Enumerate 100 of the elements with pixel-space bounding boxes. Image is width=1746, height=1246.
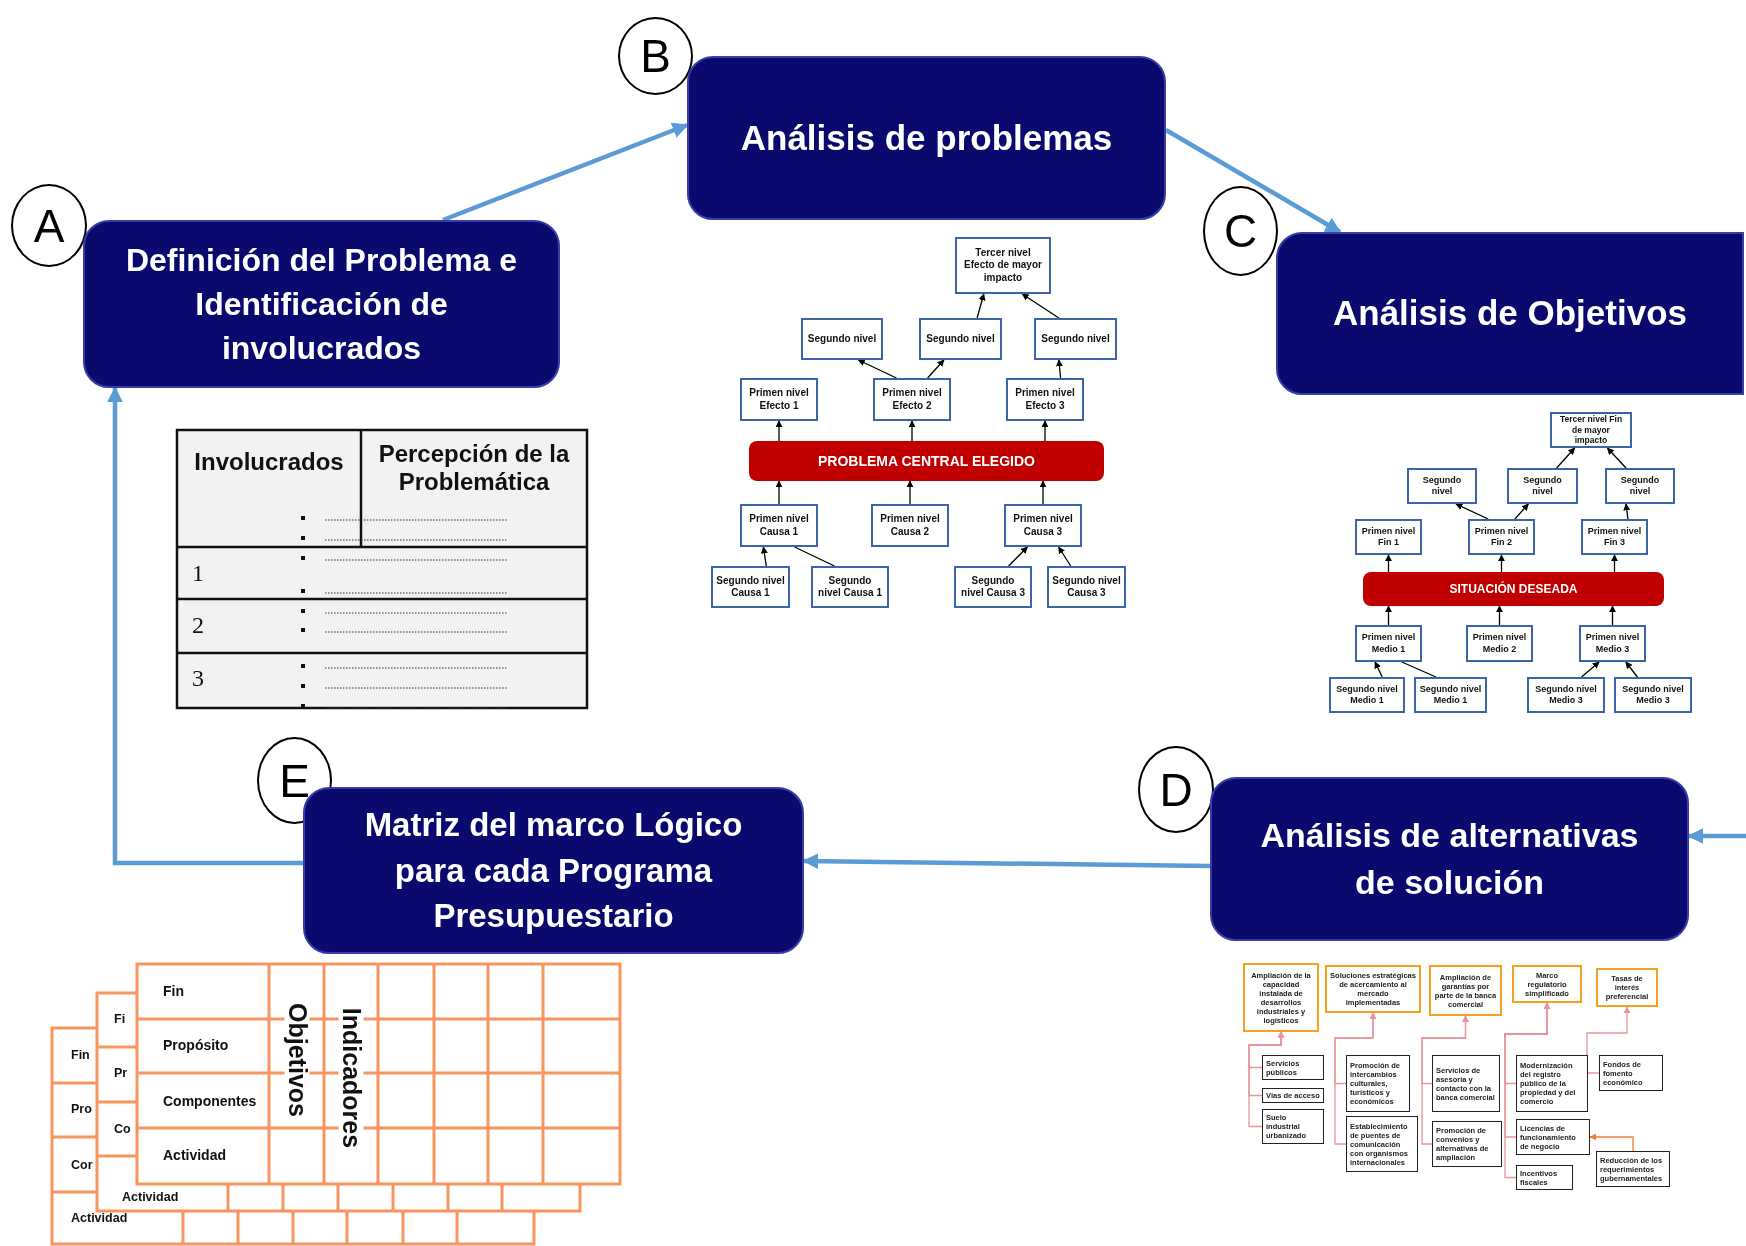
arrow — [1606, 447, 1627, 469]
tree-box — [1355, 625, 1422, 662]
tree-box — [1407, 468, 1477, 504]
tree-box — [1527, 677, 1605, 713]
action-box — [1346, 1116, 1418, 1172]
tree-box — [711, 566, 790, 608]
box-text: Segundo nivel Causa 3 — [960, 574, 1026, 600]
tree-box — [801, 318, 883, 360]
arrow — [1164, 128, 1342, 234]
action-box — [1262, 1088, 1324, 1103]
row-number: 3 — [192, 665, 204, 693]
action-box — [1596, 1151, 1670, 1187]
step-letter: A — [33, 202, 65, 249]
tree-box — [1507, 468, 1578, 504]
objective-box — [1243, 963, 1319, 1032]
arrow — [1021, 293, 1060, 319]
box-text: Segundo nivel — [926, 332, 995, 346]
central-band — [1363, 572, 1664, 606]
row-label: Componentes — [163, 1093, 257, 1110]
row-label: Propósito — [163, 1037, 229, 1054]
arrow — [1611, 554, 1618, 573]
box-text: Segundo nivel Medio 3 — [1621, 683, 1685, 707]
step-title: Matriz del marco Lógico para cada Programa Presupuestario — [363, 805, 744, 937]
action-box — [1599, 1055, 1663, 1091]
arrow — [775, 420, 783, 442]
connector-line — [1401, 661, 1437, 678]
tree-box — [1468, 519, 1535, 555]
arrow — [1007, 546, 1029, 567]
action-box — [1346, 1055, 1410, 1112]
objective-box — [1596, 968, 1658, 1007]
box-text: Primen nivel Causa 3 — [1012, 513, 1074, 538]
tree-box — [1579, 625, 1646, 662]
box-text: Segundo nivel — [1421, 474, 1463, 498]
step-letter: E — [279, 757, 310, 804]
row-label: Pro — [71, 1102, 92, 1117]
step-title: Definición del Problema e Identificación de involucrados — [124, 240, 519, 369]
arrow — [1498, 554, 1505, 573]
box-text: Segundo nivel — [807, 332, 877, 346]
box-text: Segundo nivel — [1041, 332, 1110, 346]
tree-box — [871, 504, 949, 547]
step-box — [687, 56, 1166, 220]
box-text: Segundo nivel — [1522, 474, 1563, 498]
row-label: Actividad — [71, 1211, 128, 1226]
arrow — [1687, 828, 1746, 844]
box-text: Segundo nivel Causa 1 — [716, 574, 785, 600]
arrow — [1248, 1031, 1285, 1128]
arrow — [1589, 1133, 1634, 1152]
arrow — [1056, 359, 1063, 379]
arrow — [775, 480, 783, 505]
connector-line — [793, 546, 836, 567]
arrow — [1334, 1012, 1377, 1145]
step-letter: B — [640, 33, 671, 79]
tree-box — [1329, 677, 1405, 713]
tree-box — [1034, 318, 1117, 360]
action-box — [1262, 1055, 1324, 1080]
tree-box — [1355, 519, 1422, 555]
arrow — [1039, 480, 1047, 505]
arrow — [1421, 1015, 1469, 1145]
row-label: Co — [114, 1122, 131, 1137]
box-text: Segundo nivel Medio 1 — [1335, 683, 1399, 707]
column-header: Percepción de la Problemática — [377, 440, 571, 496]
arrow — [1455, 503, 1489, 520]
arrow — [1609, 605, 1616, 626]
arrow — [802, 853, 1211, 870]
objective-box — [1325, 965, 1421, 1013]
box-text: Segundo nivel Causa 3 — [1052, 574, 1121, 600]
tree-box — [1581, 519, 1648, 555]
step-box — [1276, 232, 1744, 395]
box-text: Segundo nivel — [1619, 474, 1661, 498]
tree-box — [1006, 378, 1084, 421]
box-text: Primen nivel Efecto 3 — [1014, 387, 1076, 412]
box-text: Primen nivel Efecto 2 — [881, 387, 943, 412]
row-label: Fin — [71, 1048, 90, 1063]
arrow — [1496, 605, 1503, 626]
arrow — [857, 359, 898, 379]
box-text: Tercer nivel Fin de mayor impacto — [1558, 414, 1624, 446]
tree-box — [919, 318, 1002, 360]
arrow — [1057, 546, 1072, 567]
arrow — [906, 480, 914, 505]
objective-box — [1512, 965, 1582, 1003]
box-text: Segundo nivel Causa 1 — [817, 574, 883, 600]
action-box — [1516, 1055, 1588, 1112]
box-text: Primen nivel Medio 1 — [1360, 632, 1417, 655]
action-box — [1262, 1109, 1324, 1144]
arrow — [1504, 1002, 1551, 1179]
action-box — [1432, 1055, 1500, 1112]
box-text: Primen nivel Medio 2 — [1471, 632, 1528, 655]
action-box — [1516, 1165, 1573, 1190]
tree-box — [811, 566, 889, 608]
arrow — [1514, 503, 1529, 520]
row-label: Fi — [114, 1012, 126, 1027]
arrow — [908, 420, 916, 442]
row-number: 2 — [192, 612, 204, 640]
arrow — [1385, 605, 1392, 626]
box-text: Segundo nivel Medio 3 — [1534, 683, 1598, 707]
row-label: Fin — [163, 983, 184, 1000]
tree-box — [1466, 625, 1533, 662]
arrow — [1625, 661, 1639, 678]
tree-box — [954, 566, 1032, 608]
arrow — [1580, 661, 1600, 678]
